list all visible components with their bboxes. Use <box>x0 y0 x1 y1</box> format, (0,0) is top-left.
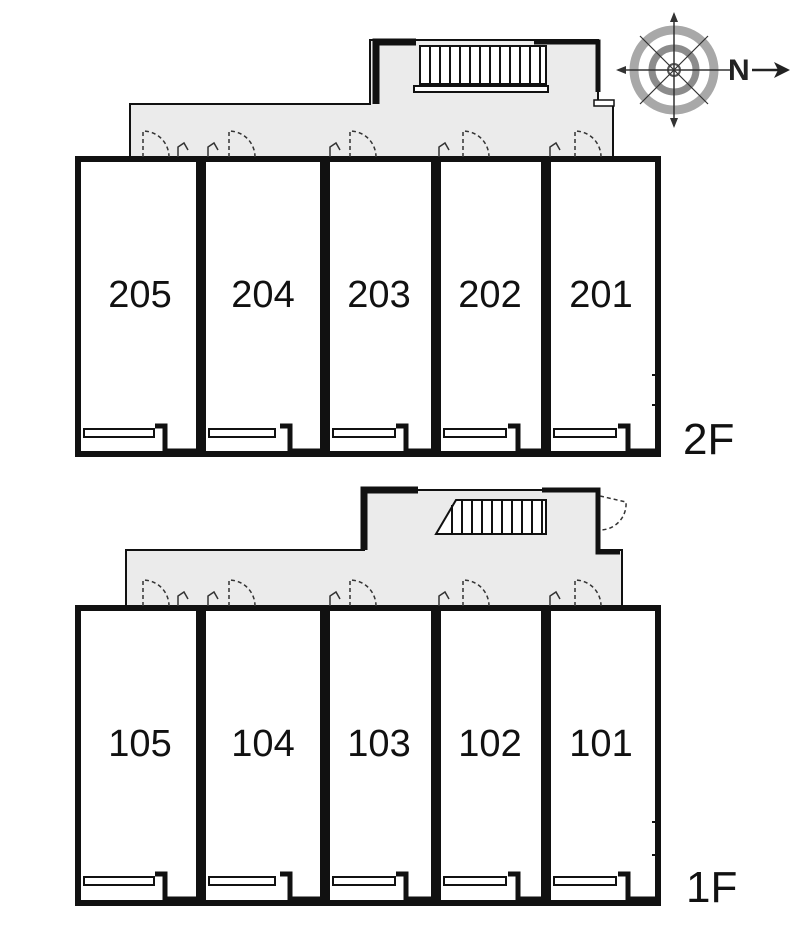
unit-102-label: 102 <box>458 723 521 765</box>
notches-1f <box>155 871 655 902</box>
floor-1f: 105 104 103 102 101 1F <box>75 486 737 912</box>
unit-204-label: 204 <box>231 274 294 316</box>
balconies-2f <box>83 428 617 438</box>
compass-icon <box>616 12 790 128</box>
stairs-2f <box>413 45 549 93</box>
stairs-1f <box>434 499 547 535</box>
notches-2f <box>155 423 655 454</box>
partitions-1f <box>196 608 551 903</box>
side-door-1f <box>599 495 627 531</box>
unit-101-label: 101 <box>569 723 632 765</box>
floor-2f: 205 204 203 202 201 2F <box>75 38 734 464</box>
floor-1f-label: 1F <box>686 863 737 912</box>
window-1f <box>652 821 661 856</box>
unit-105-label: 105 <box>108 723 171 765</box>
window-2f <box>652 374 661 406</box>
unit-205-label: 205 <box>108 274 171 316</box>
corridor-1f <box>125 489 623 607</box>
floor-2f-label: 2F <box>683 415 734 464</box>
door-hinges-1f <box>177 590 561 606</box>
unit-201-label: 201 <box>569 274 632 316</box>
unit-203-label: 203 <box>347 274 410 316</box>
compass-north-label: N <box>728 54 750 87</box>
unit-103-label: 103 <box>347 723 410 765</box>
balconies-1f <box>83 876 617 886</box>
doors-1f <box>142 579 602 607</box>
partitions-2f <box>196 159 551 454</box>
door-hinges-2f <box>177 141 561 157</box>
unit-202-label: 202 <box>458 274 521 316</box>
unit-104-label: 104 <box>231 723 294 765</box>
doors-2f <box>142 130 602 158</box>
